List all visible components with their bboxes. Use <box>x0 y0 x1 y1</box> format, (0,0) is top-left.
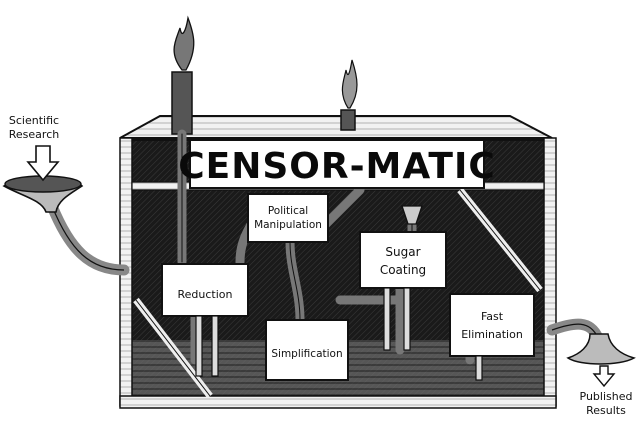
output-label-line1: Published <box>580 390 633 403</box>
stage-fast-line2: Elimination <box>461 328 523 341</box>
flame-left-icon <box>173 15 195 71</box>
input-label-line1: Scientific <box>9 114 59 127</box>
chimney-right <box>340 109 356 131</box>
stage-simplification-line1: Simplification <box>271 348 342 360</box>
input-pipe <box>46 200 130 276</box>
chimney-left <box>171 71 193 135</box>
stage-sugar-line1: Sugar <box>385 245 420 259</box>
box-frame-bottom <box>119 395 557 409</box>
output-arrow-icon <box>592 365 616 388</box>
stage-political-line1: Political <box>268 205 308 217</box>
input-label-line2: Research <box>9 128 59 141</box>
input-arrow-icon <box>26 145 60 182</box>
title-text: CENSOR-MATIC <box>178 146 496 187</box>
box-frame-right <box>543 137 557 407</box>
stage-political: Political Manipulation <box>247 193 329 243</box>
stage-fast-line1: Fast <box>481 310 504 323</box>
stage-fast: Fast Elimination <box>449 293 535 357</box>
output-funnel-icon <box>566 333 636 365</box>
stage-legs <box>195 287 483 381</box>
title-board <box>189 139 485 189</box>
box-top <box>119 115 553 139</box>
sugar-funnel-icon <box>401 205 423 225</box>
stage-political-line2: Manipulation <box>254 219 322 231</box>
stage-reduction-line1: Reduction <box>178 288 233 301</box>
output-label-line2: Results <box>586 404 626 417</box>
stage-sugar: Sugar Coating <box>359 231 447 289</box>
flame-right-icon <box>341 59 358 109</box>
stage-simplification: Simplification <box>265 319 349 381</box>
stage-reduction: Reduction <box>161 263 249 317</box>
stage-sugar-line2: Coating <box>380 263 426 277</box>
